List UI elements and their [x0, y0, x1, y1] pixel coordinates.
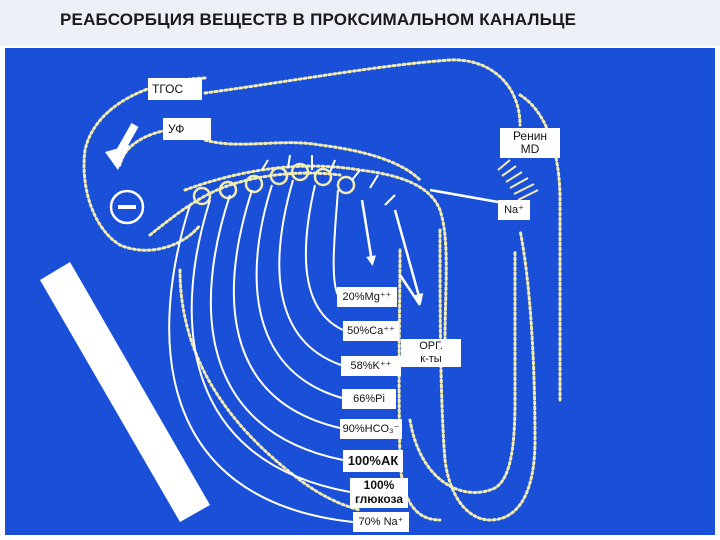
reabsorption-curve-ca	[304, 184, 344, 331]
label-org-line2: к-ты	[420, 353, 442, 365]
cell-ring	[336, 175, 356, 195]
label-glucose-line1: 100%	[363, 478, 395, 492]
bowman-capsule-outer	[82, 76, 207, 252]
label-ak: 100%АК	[343, 450, 403, 472]
reabsorption-curve-ak	[209, 194, 344, 461]
reabsorption-curve-na70	[168, 204, 354, 523]
diagonal-bar	[40, 262, 210, 522]
label-renin-line1: Ренин	[512, 129, 548, 143]
cell-ring	[290, 162, 310, 182]
arrow-org	[393, 209, 424, 304]
label-k: 58%K⁺⁺	[341, 356, 401, 376]
title-bar: РЕАБСОРБЦИЯ ВЕЩЕСТВ В ПРОКСИМАЛЬНОМ КАНА…	[0, 0, 720, 46]
label-renin: Ренин MD	[500, 128, 560, 158]
label-uf: УФ	[163, 118, 211, 140]
label-pi: 66%Pi	[342, 389, 396, 409]
cell-ring	[218, 180, 238, 200]
proximal-tubule-top-inner	[203, 138, 422, 182]
arrow-mg	[360, 199, 376, 266]
label-hco3: 90%HCO₃⁻	[340, 419, 402, 439]
cell-ring	[244, 174, 264, 194]
reabsorption-curve-k	[278, 179, 342, 366]
label-org-line1: ОРГ.	[419, 340, 443, 352]
arrow-down-left-icon	[105, 123, 139, 170]
label-na70: 70% Na⁺	[353, 512, 409, 532]
reabsorption-curve-pi	[255, 184, 343, 399]
page-title: РЕАБСОРБЦИЯ ВЕЩЕСТВ В ПРОКСИМАЛЬНОМ КАНА…	[60, 10, 577, 29]
minus-circle-icon	[109, 189, 145, 225]
reabsorption-curve-hco3	[233, 189, 341, 429]
proximal-convoluted	[183, 164, 448, 342]
cell-ring	[313, 167, 333, 187]
label-renin-line2: MD	[520, 142, 540, 156]
reabsorption-curve-glucose	[190, 199, 351, 493]
label-glucose: 100% глюкоза	[350, 478, 408, 508]
descending-wall	[178, 268, 362, 512]
macula-densa	[497, 159, 539, 201]
label-mg: 20%Mg⁺⁺	[337, 287, 397, 307]
label-ca: 50%Ca⁺⁺	[343, 321, 399, 341]
cell-ring	[192, 186, 212, 206]
proximal-tubule-top	[203, 58, 522, 127]
loop-bottom	[408, 248, 517, 494]
ascending-limb	[438, 228, 537, 522]
arrow-right	[398, 274, 422, 306]
glomerular-loop	[148, 171, 342, 237]
label-glucose-line2: глюкоза	[354, 492, 404, 506]
reabsorption-curve-mg	[332, 189, 339, 296]
cell-ring	[269, 166, 289, 186]
label-na: Na⁺	[498, 200, 530, 220]
label-tgos: ТГОС	[148, 78, 202, 100]
label-org-acids: ОРГ. к-ты	[401, 339, 461, 367]
